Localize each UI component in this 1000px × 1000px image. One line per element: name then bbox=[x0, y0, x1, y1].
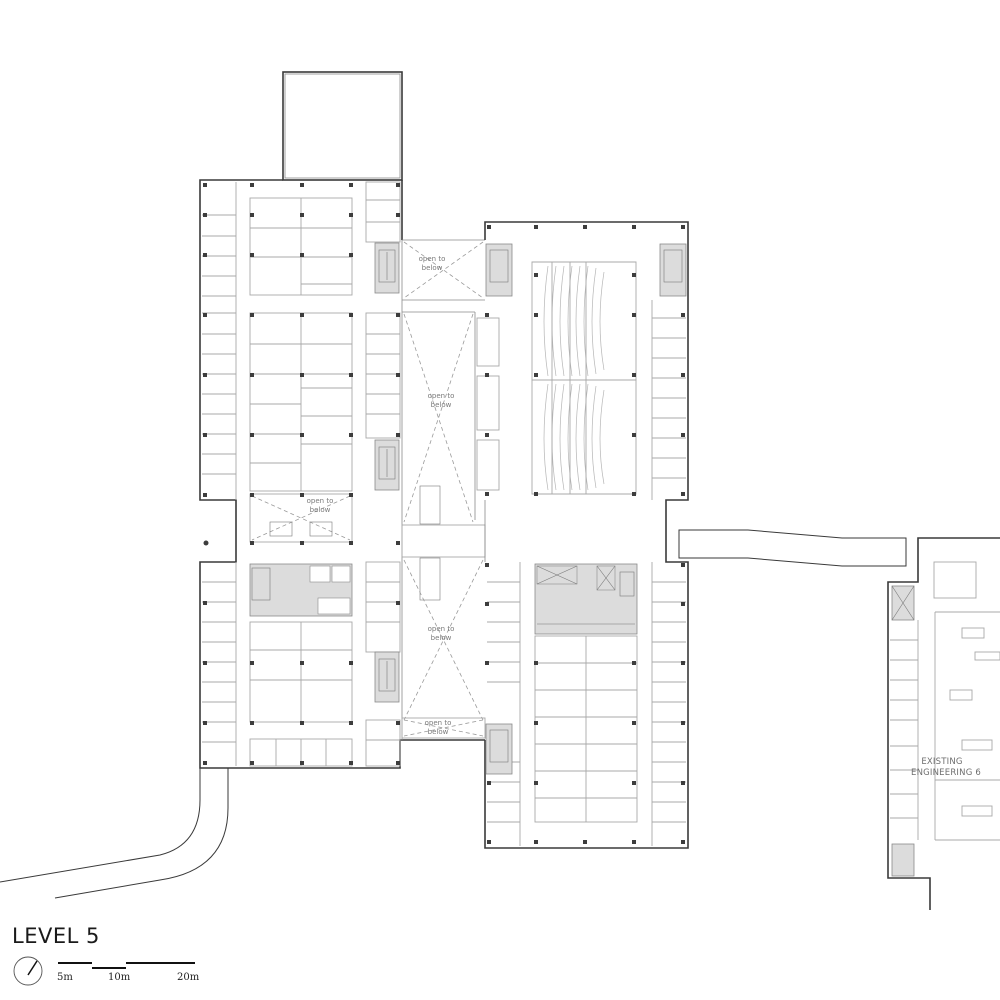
stair-core-ne-2 bbox=[659, 243, 687, 297]
open-to-below-label-4a: open to bbox=[428, 625, 455, 633]
existing-engineering-6: EXISTING ENGINEERING 6 bbox=[887, 537, 1000, 910]
open-to-below-label-4b: below bbox=[431, 634, 452, 642]
scale-label-10m: 10m bbox=[108, 972, 131, 983]
core-east-south bbox=[534, 563, 638, 635]
east-wing bbox=[484, 221, 689, 849]
ramp bbox=[0, 768, 229, 899]
open-to-below-label-2b: below bbox=[431, 401, 452, 409]
level-title: LEVEL 5 bbox=[12, 924, 100, 948]
structural-columns bbox=[203, 183, 685, 844]
existing-building-label-line1: EXISTING bbox=[921, 757, 962, 767]
stair-core-se bbox=[485, 723, 513, 775]
open-to-below-labels: open to below open to below open to belo… bbox=[307, 255, 455, 736]
open-to-below-label-1b: below bbox=[422, 264, 443, 272]
scale-label-5m: 5m bbox=[57, 972, 73, 983]
open-to-below-label-2a: open to bbox=[428, 392, 455, 400]
open-to-below-label-5b: below bbox=[428, 728, 449, 736]
stair-core-w bbox=[374, 439, 400, 491]
core-west-south bbox=[249, 563, 353, 617]
open-area-west bbox=[249, 493, 353, 543]
stair-core-sw bbox=[374, 651, 400, 703]
scale-bar bbox=[58, 962, 195, 969]
north-arrow-icon bbox=[13, 956, 43, 986]
open-to-below-label-5a: open to bbox=[425, 719, 452, 727]
stair-core-ne-1 bbox=[485, 243, 513, 297]
stair-core-nw bbox=[374, 242, 400, 294]
bridge bbox=[678, 529, 907, 567]
west-wing bbox=[199, 179, 485, 769]
scale-label-20m: 20m bbox=[177, 972, 200, 983]
open-to-below-label-1a: open to bbox=[419, 255, 446, 263]
atrium bbox=[401, 239, 500, 740]
open-to-below-label-3b: below bbox=[310, 506, 331, 514]
roof-terrace bbox=[282, 71, 403, 181]
open-to-below-label-3a: open to bbox=[307, 497, 334, 505]
existing-building-label-line2: ENGINEERING 6 bbox=[911, 768, 981, 778]
